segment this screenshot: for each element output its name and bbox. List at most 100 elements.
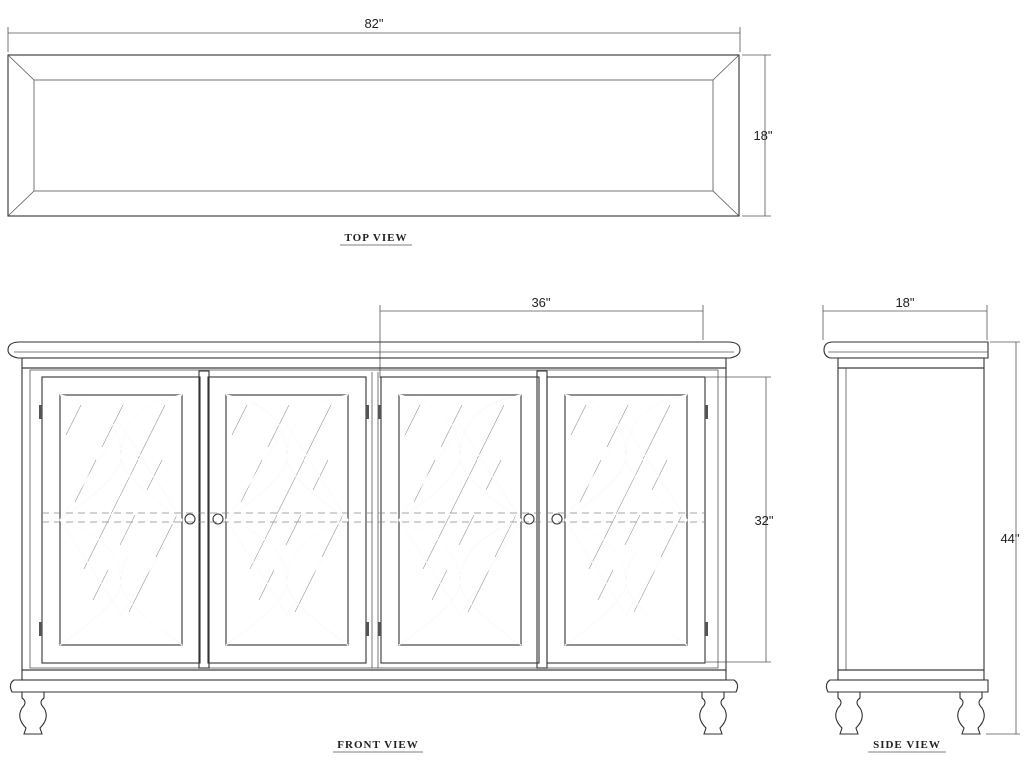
door-2[interactable] <box>207 376 369 664</box>
front-width-label: 36" <box>531 295 550 310</box>
lattice-arc <box>459 519 522 646</box>
door-4-knob[interactable] <box>551 513 563 525</box>
lattice-arc <box>286 519 349 646</box>
lattice-arc-inner <box>225 519 349 617</box>
door-2-knob[interactable] <box>212 513 224 525</box>
lattice-arc <box>286 394 349 521</box>
side-depth-dimension: 18" <box>822 295 988 340</box>
lattice-arc <box>459 394 522 521</box>
glass-reflection <box>651 459 668 491</box>
door-1-glass <box>59 394 183 646</box>
door-3-knob[interactable] <box>523 513 535 525</box>
lattice-arc-inner <box>564 394 627 521</box>
front-leg-left <box>19 691 47 735</box>
glass-reflection <box>110 459 139 515</box>
top-depth-label: 18" <box>753 128 772 143</box>
glass-reflection <box>101 404 124 448</box>
lattice-arc <box>225 519 349 616</box>
glass-reflection <box>606 404 629 448</box>
glass-reflection <box>303 404 332 460</box>
door-4-glass <box>564 394 688 646</box>
lattice-arc <box>225 424 349 521</box>
door-3-glass <box>398 394 522 646</box>
front-view: 36" <box>7 295 774 753</box>
lattice-arc <box>564 424 688 521</box>
door-1-knob[interactable] <box>184 513 196 525</box>
lattice-arc <box>564 394 627 521</box>
lattice-arc-inner <box>564 519 627 646</box>
glass-reflection <box>494 514 517 558</box>
lattice-arc <box>564 519 688 616</box>
lattice-arc-inner <box>564 519 688 617</box>
lattice-arc-inner <box>225 394 288 521</box>
lattice-arc-inner <box>59 394 122 521</box>
glass-reflection <box>276 459 305 515</box>
lattice-arc-inner <box>120 394 183 521</box>
door-4-hinge-top <box>705 405 708 419</box>
glass-reflection <box>65 404 82 436</box>
door-3[interactable] <box>378 376 540 664</box>
top-width-dimension: 82" <box>7 16 741 52</box>
glass-reflection <box>431 569 448 601</box>
glass-reflection <box>92 569 109 601</box>
glass-reflection <box>467 569 490 613</box>
glass-reflection <box>422 514 451 570</box>
door-2-hinge-top <box>366 405 369 419</box>
glass-reflection <box>485 459 502 491</box>
lattice-arc-inner <box>625 519 688 646</box>
glass-reflection <box>476 404 505 460</box>
front-body <box>21 367 727 671</box>
lattice-arc-inner <box>625 394 688 521</box>
glass-reflection <box>249 514 278 570</box>
lattice-arc-inner <box>459 394 522 521</box>
front-leg-right <box>699 691 727 735</box>
glass-reflection <box>267 404 290 448</box>
lattice-arc-inner <box>459 519 522 646</box>
lattice-arc <box>120 394 183 521</box>
side-view: 18" 44" SIDE VIEW <box>822 295 1020 753</box>
side-body <box>823 341 989 693</box>
lattice-arc-inner <box>59 423 183 521</box>
lattice-arc-inner <box>59 519 122 646</box>
side-leg-right <box>957 691 985 735</box>
glass-reflection <box>155 514 178 558</box>
glass-reflection <box>294 569 317 613</box>
glass-reflection <box>624 514 641 546</box>
door-4[interactable] <box>546 376 708 664</box>
glass-reflection <box>449 459 478 515</box>
glass-reflection <box>321 514 344 558</box>
glass-reflection <box>615 459 644 515</box>
door-1[interactable] <box>39 376 201 664</box>
door-2-glass <box>225 394 349 646</box>
front-view-label: FRONT VIEW <box>337 739 418 751</box>
lattice-arc <box>59 519 122 646</box>
glass-reflection <box>119 514 136 546</box>
glass-reflection <box>660 514 683 558</box>
side-height-dimension: 44" <box>986 341 1020 735</box>
lattice-arc-inner <box>398 423 522 521</box>
lattice-arc <box>398 519 461 646</box>
door-2-frame <box>207 376 367 664</box>
door-3-frame <box>380 376 540 664</box>
top-width-label: 82" <box>364 16 383 31</box>
lattice-arc-inner <box>225 519 288 646</box>
side-depth-label: 18" <box>895 295 914 310</box>
lattice-arc-inner <box>225 423 349 521</box>
lattice-arc <box>120 519 183 646</box>
glass-reflection <box>404 404 421 436</box>
glass-reflection <box>258 569 275 601</box>
lattice-arc <box>625 394 688 521</box>
top-depth-dimension: 18" <box>742 54 773 217</box>
glass-reflection <box>137 404 166 460</box>
lattice-arc <box>398 394 461 521</box>
glass-reflection <box>458 514 475 546</box>
door-4-hinge-bottom <box>705 622 708 636</box>
glass-reflection <box>128 569 151 613</box>
glass-reflection <box>312 459 329 491</box>
glass-reflection <box>285 514 302 546</box>
lattice-arc <box>59 519 183 616</box>
door-1-frame <box>41 376 201 664</box>
lattice-arc-inner <box>398 519 522 617</box>
top-outline <box>7 54 740 217</box>
